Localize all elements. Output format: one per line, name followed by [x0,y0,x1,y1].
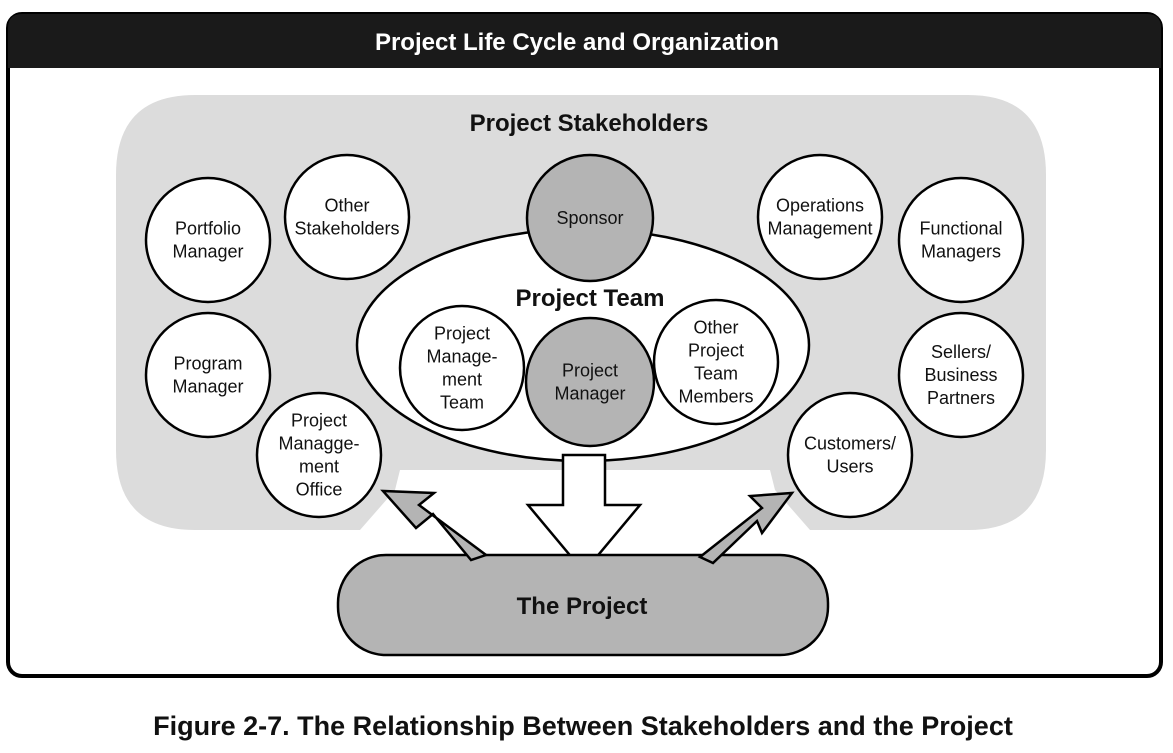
node-label-line: Manager [172,242,243,262]
node-label-line: Project [688,341,744,361]
node-label-line: Project [434,324,490,344]
team-label: Project Team [516,285,665,312]
node-circle [786,391,914,519]
node-label-line: Stakeholders [294,219,399,239]
node-circle [524,316,656,448]
node-circle [897,311,1025,439]
node-label-line: Other [693,318,738,338]
node-label-line: Manager [554,384,625,404]
node-circle [756,153,884,281]
node-sponsor: Sponsor [525,153,655,283]
node-circle [144,176,272,304]
node-label-line: Managers [921,242,1001,262]
node-label-line: Portfolio [175,219,241,239]
node-circle [525,153,655,283]
project-label: The Project [517,593,648,620]
node-label-line: Other [324,196,369,216]
node-label-line: ment [442,370,482,390]
node-label-line: Business [924,365,997,385]
node-circle [897,176,1025,304]
node-label-line: Members [678,387,753,407]
node-label-line: Partners [927,388,995,408]
node-label-line: Operations [776,196,864,216]
node-label-line: Management [767,219,872,239]
node-label-line: Managge- [278,434,359,454]
title-bar [8,14,1161,68]
project-box [336,553,830,657]
node-circle [283,153,411,281]
stakeholders-label: Project Stakeholders [470,110,709,137]
down-arrow [525,453,643,574]
node-label-line: Program [173,354,242,374]
node-circle [255,391,383,519]
diagram-title: Project Life Cycle and Organization [375,29,779,56]
node-label-line: Functional [919,219,1002,239]
figure-caption: Figure 2-7. The Relationship Between Sta… [153,711,1013,741]
node-label-line: Manage- [426,347,497,367]
node-label-line: Customers/ [804,434,896,454]
right-up-arrow [697,491,795,565]
node-circle [144,311,272,439]
node-circle [398,304,526,432]
node-label-line: Office [296,480,343,500]
node-label-line: Team [694,364,738,384]
node-customers: Customers/Users [786,391,914,519]
node-label-line: Manager [172,377,243,397]
node-label-line: Sellers/ [931,342,991,362]
left-up-arrow [380,489,489,562]
node-circle [652,298,780,426]
node-label-line: ment [299,457,339,477]
node-label-line: Project [291,411,347,431]
node-label-line: Project [562,361,618,381]
node-label-line: Users [826,457,873,477]
node-label-line: Sponsor [556,208,623,228]
node-label-line: Team [440,393,484,413]
